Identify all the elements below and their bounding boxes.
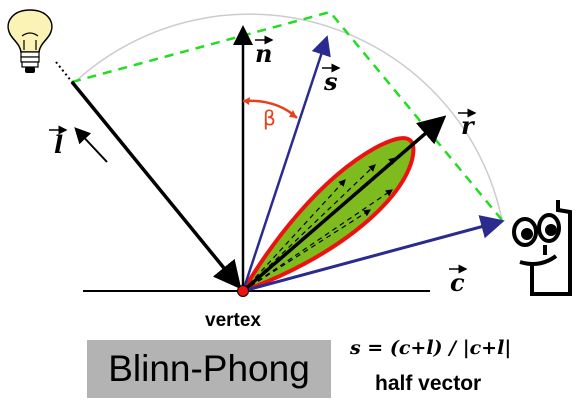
- title-badge: Blinn-Phong: [87, 340, 331, 398]
- label-beta: β: [263, 106, 276, 130]
- half-vector-s: [241, 35, 331, 292]
- eye-viewer-icon: [512, 200, 572, 296]
- hemisphere-arc: [74, 13, 503, 221]
- half-vector-formula: s = (c+l) / |c+l|: [350, 337, 512, 359]
- svg-text:s: s: [323, 67, 338, 96]
- label-r: r: [458, 108, 477, 140]
- light-direction-vector: [70, 80, 242, 290]
- light-bulb-icon: [7, 9, 53, 73]
- vertex-point: [237, 285, 249, 297]
- reflection-vector-r: [241, 115, 447, 293]
- svg-text:n: n: [255, 39, 272, 68]
- svg-text:c: c: [450, 268, 465, 297]
- label-vertex: vertex: [205, 310, 261, 331]
- label-n: n: [255, 35, 274, 68]
- label-s: s: [322, 63, 341, 96]
- half-vector-caption: half vector: [375, 372, 482, 395]
- l-direction-arrow: [74, 127, 108, 163]
- svg-text:r: r: [461, 111, 476, 140]
- light-dotted-extension: [55, 61, 73, 83]
- label-l: l: [49, 125, 68, 159]
- svg-text:l: l: [54, 130, 63, 159]
- camera-vector-c: [242, 215, 505, 293]
- label-c: c: [449, 264, 468, 297]
- dashed-half-vector-guide: [71, 10, 503, 221]
- beta-arrow-right: [289, 110, 297, 118]
- beta-arrow-left: [243, 97, 250, 105]
